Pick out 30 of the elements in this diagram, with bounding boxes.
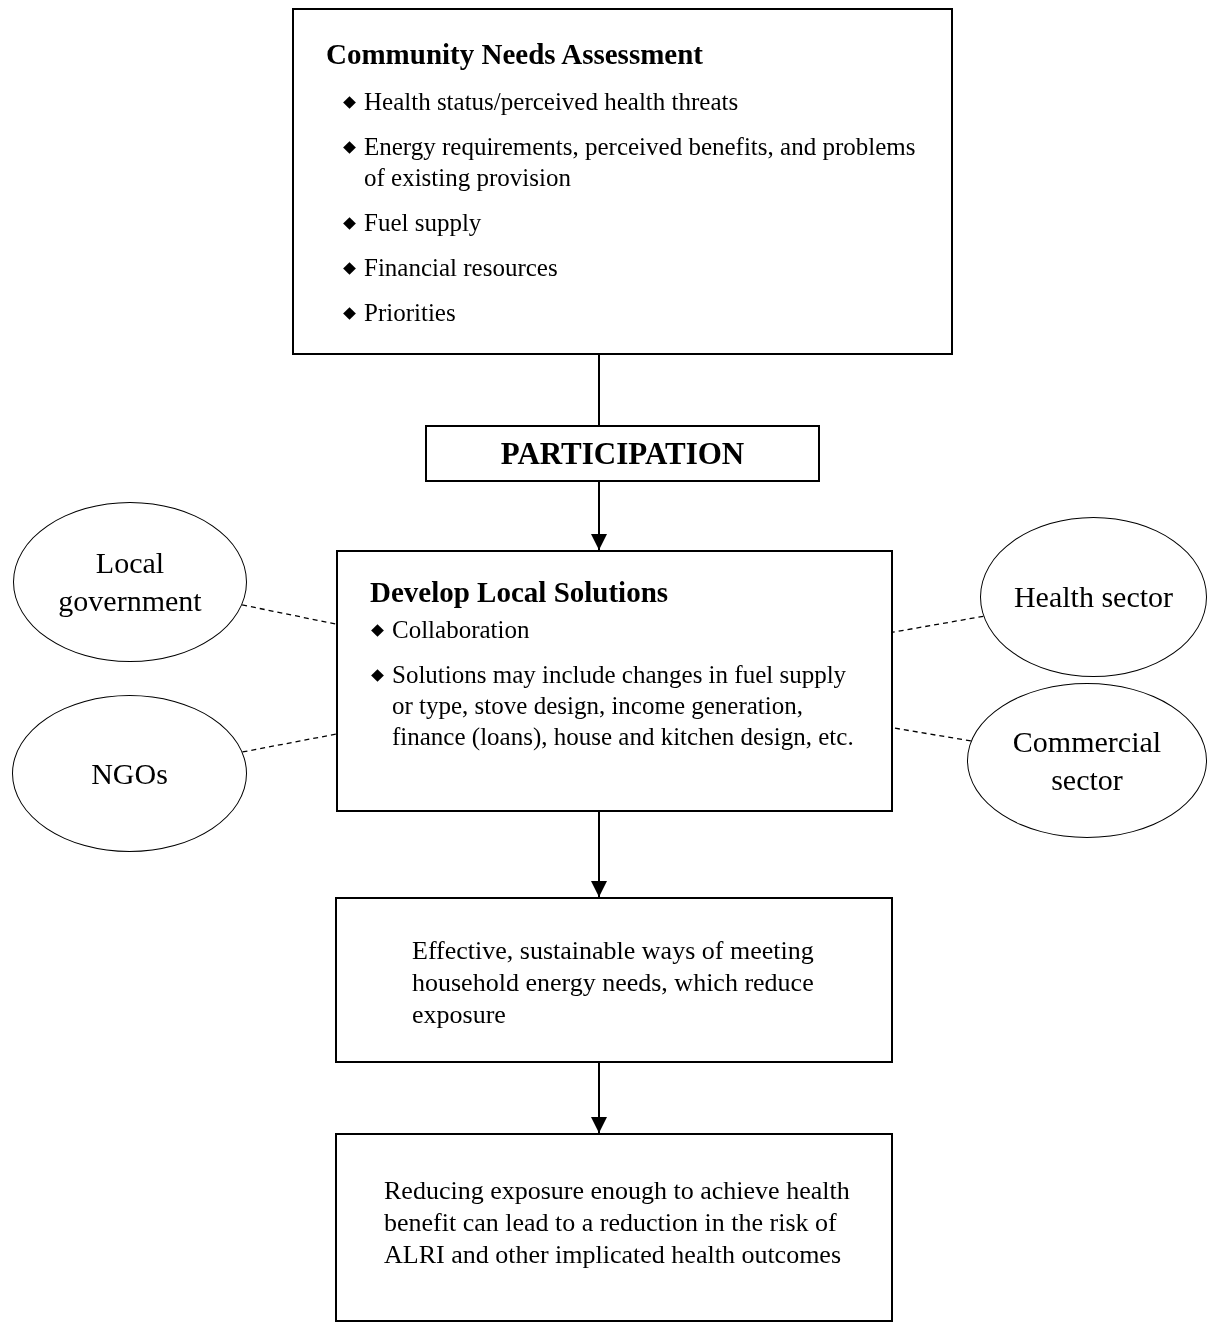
bullet-text: Energy requirements, perceived benefits, and problems of existing provision bbox=[364, 132, 917, 193]
process-box bbox=[425, 425, 820, 482]
dashed-connector bbox=[892, 615, 984, 633]
stakeholder-ellipse bbox=[967, 683, 1207, 838]
bullet-text: Priorities bbox=[364, 298, 456, 328]
outcome-text: Effective, sustainable ways of meeting household energy needs, which reduce exposure bbox=[412, 935, 815, 1031]
heading: Develop Local Solutions bbox=[370, 575, 670, 610]
stakeholder-ellipse bbox=[12, 695, 247, 852]
arrow bbox=[591, 481, 607, 551]
dashed-connector bbox=[892, 727, 972, 742]
bullet-text: Financial resources bbox=[364, 253, 558, 283]
dashed-connector bbox=[241, 733, 337, 753]
heading: Community Needs Assessment bbox=[326, 37, 704, 72]
outcome-text: Reducing exposure enough to achieve health benefit can lead to a reduction in the risk of ALRI and other implicated health outcomes bbox=[384, 1175, 851, 1271]
process-box bbox=[336, 550, 893, 812]
bullet-text: Health status/perceived health threats bbox=[364, 87, 739, 117]
stakeholder-label: Local government bbox=[57, 545, 203, 619]
stakeholder-label: Health sector bbox=[1013, 579, 1174, 615]
outcome-box bbox=[335, 1133, 893, 1322]
heading: PARTICIPATION bbox=[500, 435, 745, 472]
stakeholder-label: Commercial sector bbox=[1011, 723, 1163, 798]
arrow bbox=[591, 1062, 607, 1134]
process-box bbox=[292, 8, 953, 355]
arrow bbox=[591, 811, 607, 898]
stakeholder-label: NGOs bbox=[91, 755, 168, 792]
bullet-text: Solutions may include changes in fuel supply or type, stove design, income generation, finance (loans), house and kitchen design, etc. bbox=[392, 660, 855, 752]
dashed-connector bbox=[241, 604, 337, 625]
bullet-text: Fuel supply bbox=[364, 208, 482, 238]
outcome-box bbox=[335, 897, 893, 1063]
bullet-text: Collaboration bbox=[392, 615, 530, 645]
